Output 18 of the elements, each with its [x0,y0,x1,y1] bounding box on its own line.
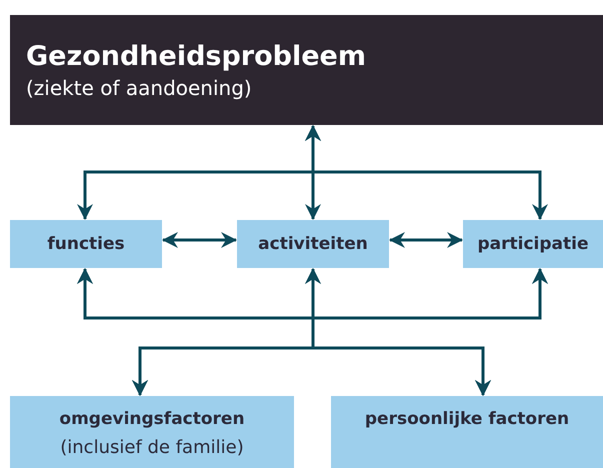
concept-box [463,220,603,268]
box-heading: Gezondheidsprobleem [26,40,366,74]
box-heading: participatie [477,233,588,256]
box-subtitle: (ziekte of aandoening) [26,74,252,101]
concept-box [10,220,162,268]
arrow [305,125,548,220]
concept-box [237,220,389,268]
arrow [312,268,548,396]
arrow [162,232,237,248]
header-box [10,15,603,125]
box-heading: functies [47,233,125,256]
concept-box [10,396,294,468]
arrow [389,232,463,248]
box-heading: omgevingsfactoren [59,408,245,430]
box-heading: persoonlijke factoren [364,408,570,430]
box-subtitle: (inclusief de familie) [60,436,244,460]
box-heading: activiteiten [258,233,368,256]
concept-box [331,396,603,468]
